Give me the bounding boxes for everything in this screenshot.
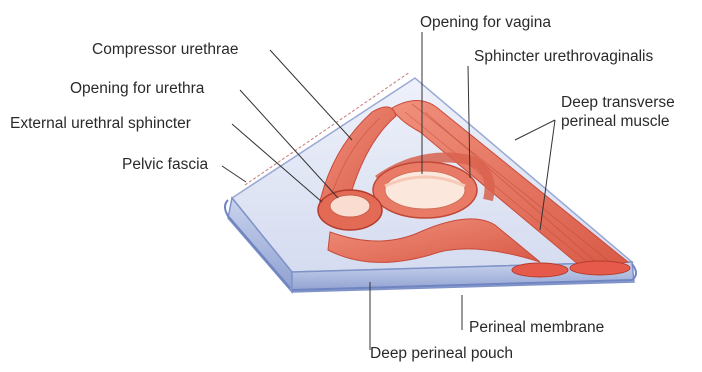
vaginal-opening xyxy=(373,162,477,218)
label-opening-for-vagina: Opening for vagina xyxy=(420,14,551,32)
label-perineal-membrane: Perineal membrane xyxy=(469,319,604,337)
leader-deep-transverse-1 xyxy=(515,120,555,140)
label-opening-for-urethra: Opening for urethra xyxy=(70,80,204,98)
leader-compressor-urethrae xyxy=(270,50,352,140)
label-deep-transverse-line1: Deep transverse xyxy=(561,94,675,112)
label-external-urethral-sphincter: External urethral sphincter xyxy=(10,115,191,133)
leader-pelvic-fascia xyxy=(222,166,246,182)
label-compressor-urethrae: Compressor urethrae xyxy=(92,41,238,59)
label-deep-perineal-pouch: Deep perineal pouch xyxy=(370,345,513,363)
label-sphincter-urethrovaginalis: Sphincter urethrovaginalis xyxy=(474,48,653,66)
urethral-opening xyxy=(318,190,382,230)
label-deep-transverse-line2: perineal muscle xyxy=(561,113,670,131)
label-pelvic-fascia: Pelvic fascia xyxy=(122,156,208,174)
